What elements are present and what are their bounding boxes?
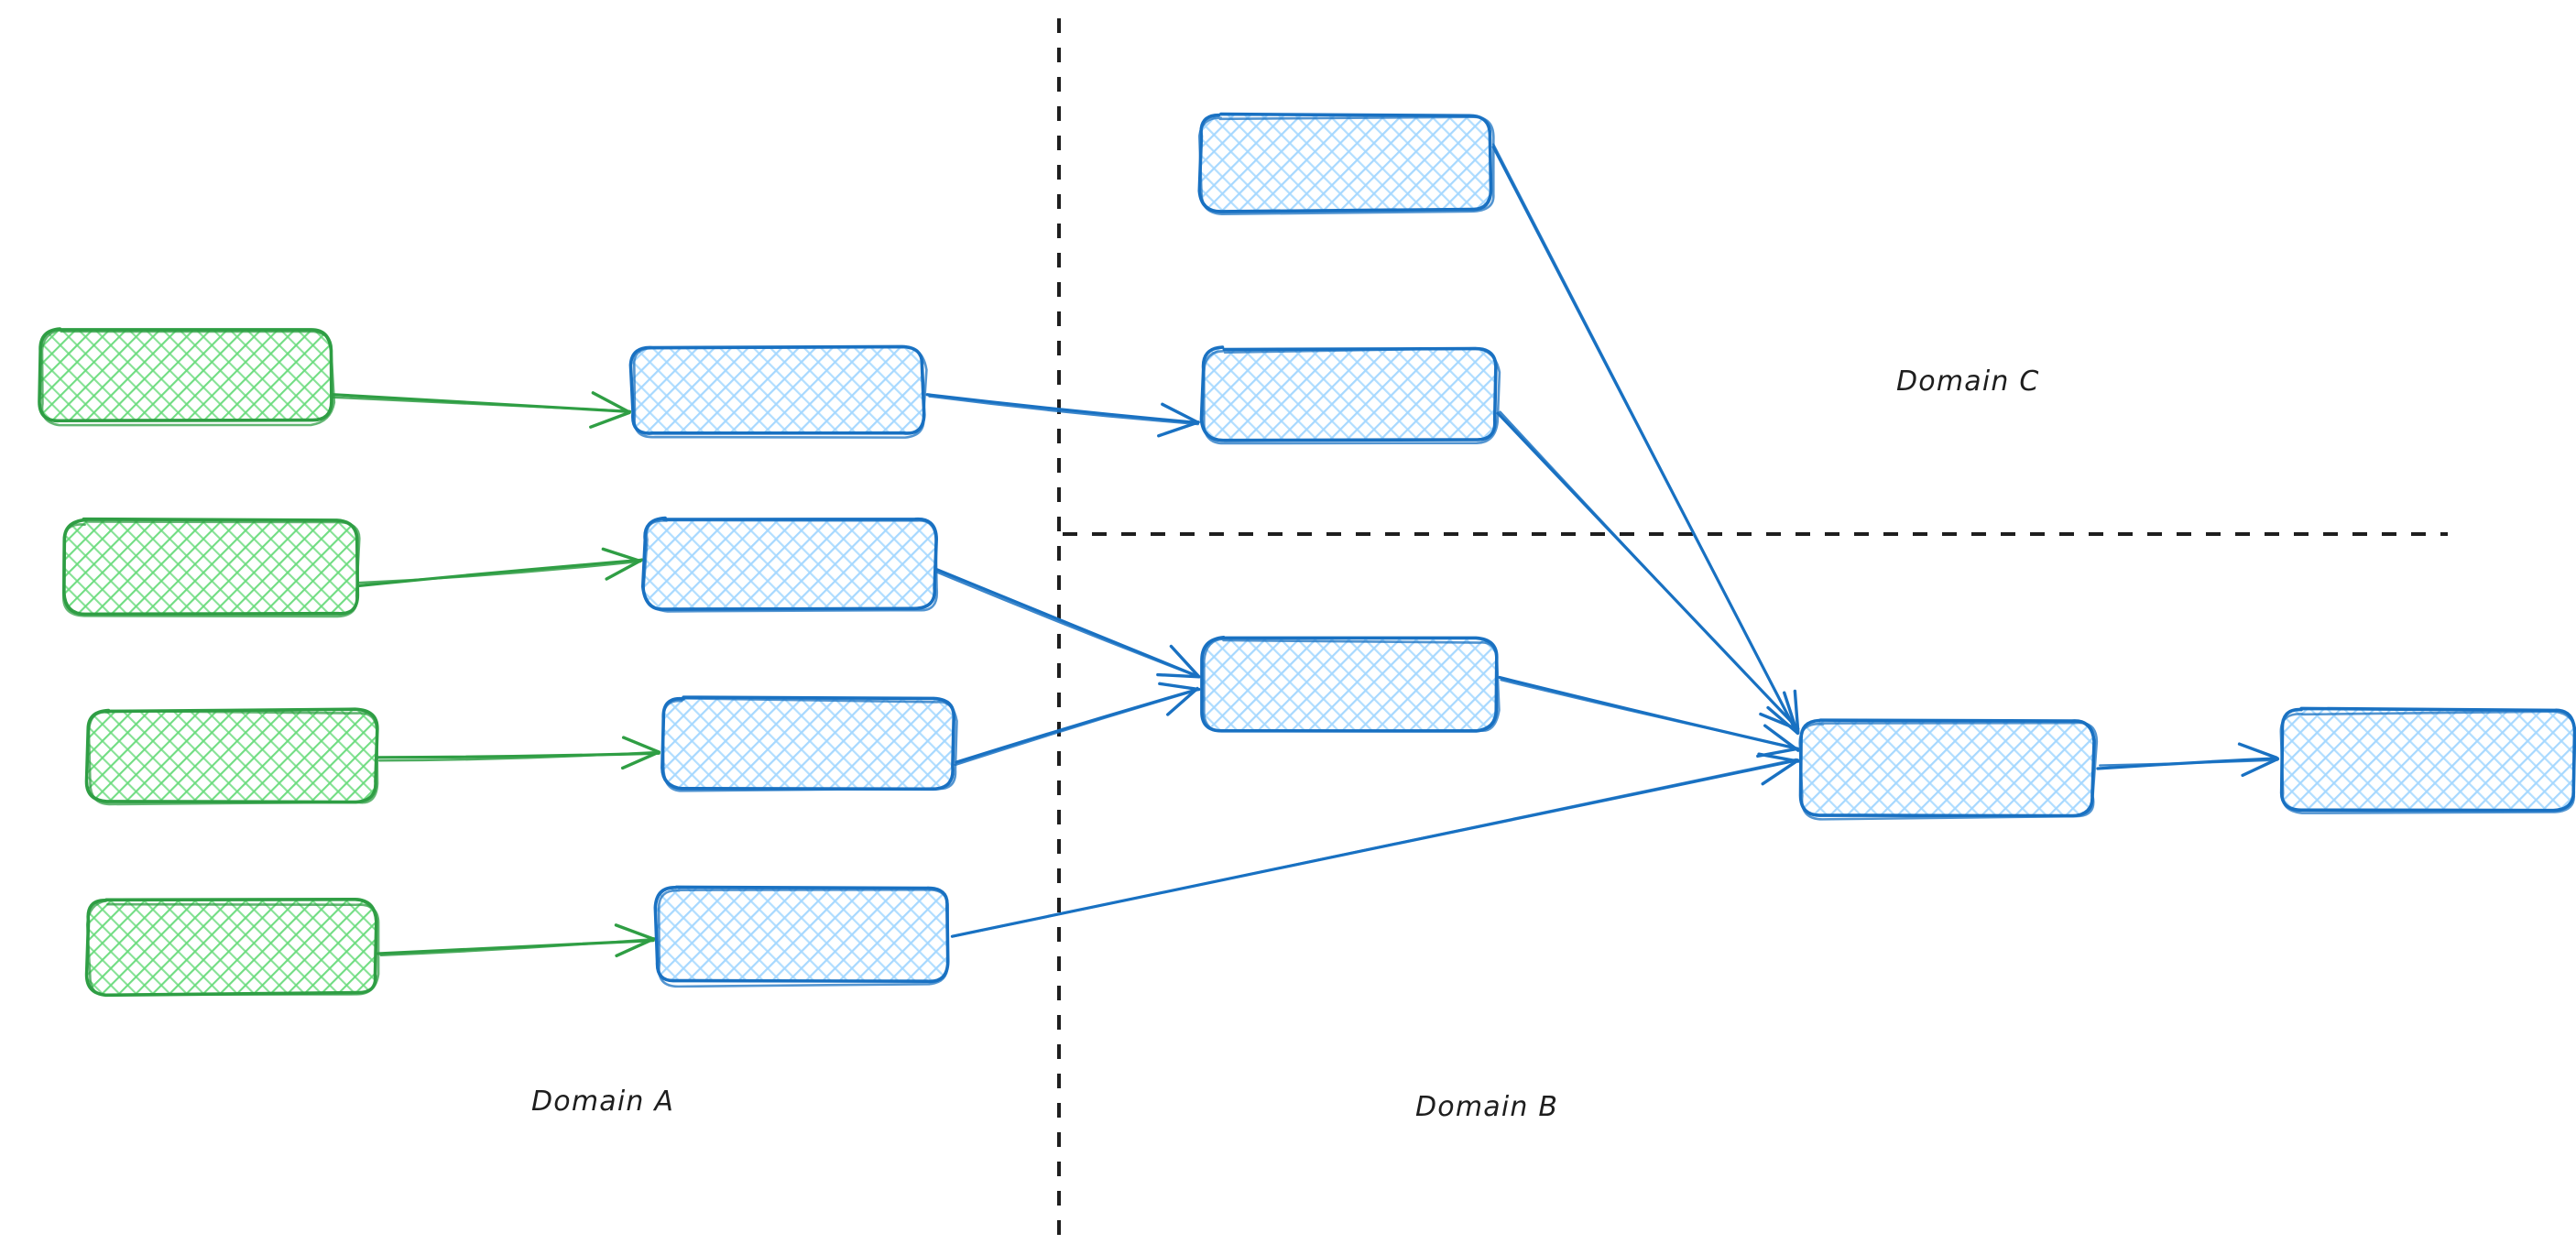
- node-fill: [644, 518, 935, 608]
- node-c2[interactable]: [1199, 345, 1501, 445]
- node-fill: [662, 698, 954, 788]
- node-fill: [87, 710, 377, 802]
- node-fill: [39, 330, 331, 421]
- node-b2[interactable]: [640, 516, 939, 613]
- node-b3[interactable]: [660, 695, 958, 792]
- label-domain-b: Domain B: [1415, 1091, 1558, 1123]
- node-fill: [1203, 638, 1496, 730]
- edge-a2-b2: [357, 547, 644, 587]
- edge-b4-e1: [950, 752, 1800, 938]
- node-fill: [1203, 348, 1496, 440]
- node-d1[interactable]: [1200, 635, 1501, 733]
- node-a2[interactable]: [61, 517, 361, 618]
- edge-a1-b1: [329, 391, 632, 429]
- edge-e1-f1: [2096, 742, 2280, 778]
- node-f1[interactable]: [2279, 706, 2576, 814]
- edge-d1-e1: [1498, 675, 1800, 758]
- node-a4[interactable]: [84, 897, 380, 998]
- node-fill: [656, 887, 947, 982]
- node-c1[interactable]: [1197, 112, 1495, 215]
- node-b4[interactable]: [653, 885, 950, 988]
- node-b1[interactable]: [628, 344, 928, 439]
- edge-c2-e1: [1496, 410, 1800, 732]
- node-a3[interactable]: [84, 707, 379, 806]
- node-fill: [1800, 720, 2093, 815]
- divider-layer: [1057, 18, 2448, 1246]
- node-layer: [38, 112, 2576, 998]
- label-domain-c: Domain C: [1896, 366, 2040, 398]
- edge-b2-d1: [934, 568, 1201, 679]
- node-a1[interactable]: [38, 327, 336, 427]
- label-domain-a: Domain A: [531, 1086, 674, 1118]
- edge-b3-d1: [954, 682, 1201, 767]
- node-fill: [632, 346, 923, 434]
- node-fill: [64, 520, 357, 614]
- edge-a4-b4: [377, 923, 656, 958]
- edge-c1-e1: [1491, 143, 1800, 736]
- node-fill: [1200, 115, 1491, 211]
- node-fill: [87, 900, 377, 994]
- edge-a3-b3: [376, 736, 660, 770]
- edge-b1-c2: [925, 393, 1200, 438]
- edge-layer: [329, 143, 2280, 958]
- node-e1[interactable]: [1798, 718, 2099, 821]
- node-fill: [2281, 710, 2574, 811]
- label-layer: Domain A Domain B Domain C: [531, 366, 2040, 1123]
